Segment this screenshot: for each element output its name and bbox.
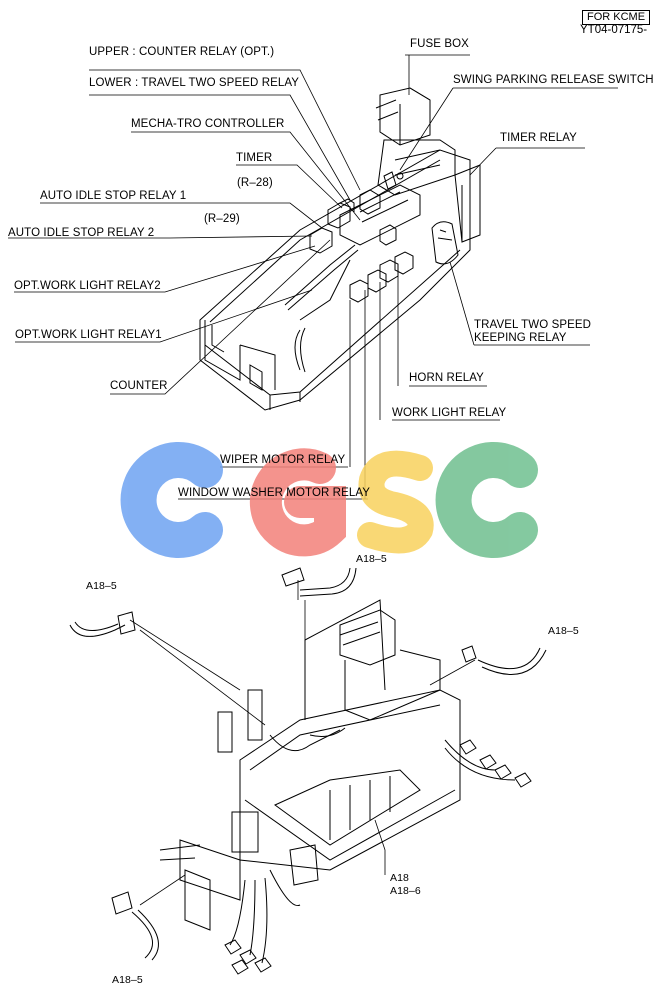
label-horn-relay: HORN RELAY xyxy=(409,372,484,384)
label-r28: (R–28) xyxy=(237,177,273,189)
label-fuse-box: FUSE BOX xyxy=(410,38,469,50)
label-upper-counter-relay: UPPER : COUNTER RELAY (OPT.) xyxy=(89,46,275,58)
label-timer: TIMER xyxy=(236,152,273,164)
label-travel-two-speed: TRAVEL TWO SPEED xyxy=(474,319,592,331)
label-window-washer-motor-relay: WINDOW WASHER MOTOR RELAY xyxy=(178,487,371,499)
label-auto-idle-stop-relay-2: AUTO IDLE STOP RELAY 2 xyxy=(8,227,155,239)
label-wiper-motor-relay: WIPER MOTOR RELAY xyxy=(220,454,346,466)
label-a18-5-bottom: A18–5 xyxy=(112,974,143,986)
label-swing-parking-release-switch: SWING PARKING RELEASE SWITCH xyxy=(453,74,654,86)
label-opt-work-light-relay-2: OPT.WORK LIGHT RELAY2 xyxy=(14,280,161,292)
label-mecha-tro-controller: MECHA-TRO CONTROLLER xyxy=(131,118,285,130)
label-auto-idle-stop-relay-1: AUTO IDLE STOP RELAY 1 xyxy=(40,190,187,202)
lower-assembly-drawing xyxy=(69,567,547,975)
label-counter: COUNTER xyxy=(110,380,168,392)
label-a18-5-top: A18–5 xyxy=(356,553,387,565)
label-a18-6: A18–6 xyxy=(390,885,421,897)
document-number: YT04-07175- xyxy=(580,24,648,36)
label-a18-5-left: A18–5 xyxy=(86,580,117,592)
label-a18-5-right: A18–5 xyxy=(548,625,579,637)
upper-assembly-drawing xyxy=(8,54,618,500)
kcme-tag: FOR KCME xyxy=(582,10,651,25)
cgsc-watermark xyxy=(120,442,538,558)
label-keeping-relay: KEEPING RELAY xyxy=(474,332,567,344)
label-lower-travel-relay: LOWER : TRAVEL TWO SPEED RELAY xyxy=(89,77,300,89)
label-a18: A18 xyxy=(390,872,409,884)
label-opt-work-light-relay-1: OPT.WORK LIGHT RELAY1 xyxy=(15,329,162,341)
label-r29: (R–29) xyxy=(204,213,240,225)
label-work-light-relay: WORK LIGHT RELAY xyxy=(392,407,507,419)
label-timer-relay: TIMER RELAY xyxy=(500,132,577,144)
